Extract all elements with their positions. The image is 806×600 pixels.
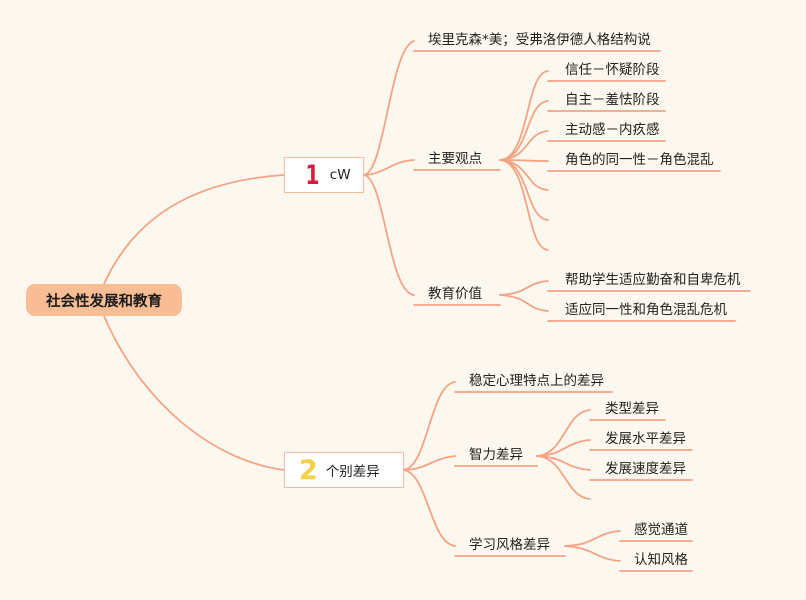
- node-mv-item-2[interactable]: 自主－羞怯阶段: [565, 92, 660, 108]
- link-root-branch1: [103, 174, 285, 285]
- node-mv-item-4[interactable]: 角色的同一性－角色混乱: [565, 152, 714, 168]
- branch1-box[interactable]: 1 cW: [284, 157, 364, 193]
- node-int-item-2[interactable]: 发展水平差异: [605, 431, 686, 447]
- link-ls-1: [564, 530, 621, 547]
- link-b1-eduvalue: [363, 174, 415, 296]
- link-b2-intelligence: [403, 455, 456, 471]
- branch1-label: cW: [329, 167, 351, 183]
- link-int-4: [536, 455, 591, 500]
- link-root-branch2: [103, 315, 285, 471]
- node-stable-diff[interactable]: 稳定心理特点上的差异: [469, 373, 604, 389]
- node-int-item-1[interactable]: 类型差异: [605, 401, 659, 417]
- link-int-2: [536, 439, 591, 457]
- node-ev-item-1[interactable]: 帮助学生适应勤奋和自卑危机: [565, 272, 741, 288]
- link-ls-2: [564, 545, 621, 562]
- link-b2-learning: [403, 469, 456, 547]
- link-b1-theory: [363, 40, 415, 176]
- node-learning-style[interactable]: 学习风格差异: [469, 537, 550, 553]
- link-mv-2: [499, 100, 549, 161]
- node-theory[interactable]: 埃里克森*美；受弗洛伊德人格结构说: [428, 32, 651, 48]
- link-mv-3: [499, 130, 549, 161]
- number-2-badge: 2: [299, 454, 318, 486]
- root-label: 社会性发展和教育: [46, 293, 162, 310]
- link-mv-6: [499, 159, 549, 221]
- link-b2-stable: [403, 381, 456, 471]
- node-main-views[interactable]: 主要观点: [428, 151, 482, 167]
- link-mv-7: [499, 159, 549, 251]
- node-int-item-3[interactable]: 发展速度差异: [605, 461, 686, 477]
- node-ev-item-2[interactable]: 适应同一性和角色混乱危机: [565, 302, 727, 318]
- link-b1-mainviews: [363, 159, 415, 176]
- node-intelligence[interactable]: 智力差异: [469, 447, 523, 463]
- number-1-badge: 1: [305, 159, 320, 191]
- branch2-label: 个别差异: [325, 464, 380, 480]
- branch2-box[interactable]: 2 个别差异: [284, 452, 404, 488]
- node-mv-item-3[interactable]: 主动感－内疚感: [565, 122, 660, 138]
- link-int-1: [536, 409, 591, 457]
- node-mv-item-1[interactable]: 信任－怀疑阶段: [565, 62, 660, 78]
- link-ev-2: [499, 294, 549, 312]
- node-edu-value[interactable]: 教育价值: [428, 286, 482, 302]
- link-ev-1: [499, 280, 549, 296]
- link-mv-1: [499, 70, 549, 161]
- root-node[interactable]: 社会性发展和教育: [26, 284, 182, 316]
- node-ls-item-2[interactable]: 认知风格: [634, 552, 688, 568]
- node-ls-item-1[interactable]: 感觉通道: [634, 522, 688, 538]
